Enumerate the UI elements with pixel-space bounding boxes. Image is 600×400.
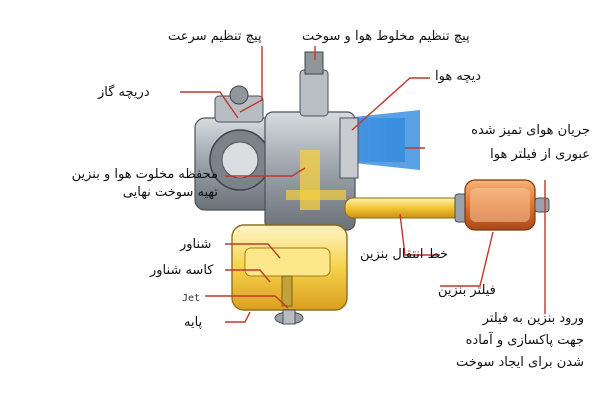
label-mixing-chamber-line-2: تهیه سوخت نهایی: [122, 185, 218, 200]
label-speed-adjust-screw: پیچ تنظیم سرعت: [168, 29, 262, 44]
label-throttle-valve: دریچه گاز: [98, 85, 150, 100]
label-fuel-inlet-line-2: جهت پاکسازی و آماده: [465, 333, 584, 348]
label-jet: Jet: [182, 293, 201, 304]
float-bowl-shape: [231, 224, 348, 325]
fuel-filter-shape: [464, 179, 550, 231]
label-fuel-line: خط انتقال بنزین: [360, 247, 449, 262]
label-float-bowl: کاسه شناور: [150, 263, 214, 278]
fuel-line-tube: [344, 193, 468, 223]
label-fuel-inlet: ورود بنزین به فیلتر جهت پاکسازی و آماده …: [404, 310, 584, 372]
label-float: شناور: [180, 237, 212, 252]
label-base: پایه: [184, 315, 203, 330]
label-mixing-chamber: محفظه مخلوت هوا و بنزین تهیه سوخت نهایی: [18, 166, 218, 202]
label-fuel-inlet-line-3: شدن برای ایجاد سوخت: [455, 355, 584, 370]
label-fuel-inlet-line-1: ورود بنزین به فیلتر: [482, 311, 584, 326]
label-mixing-chamber-line-1: محفظه مخلوت هوا و بنزین: [71, 167, 218, 182]
leader-lines: [180, 46, 546, 323]
label-clean-air-flow: جریان هوای تمیز شده عبوری از فیلتر هوا: [430, 122, 590, 164]
label-mixture-adjust-screw: پیچ تنظیم مخلوط هوا و سوخت: [302, 29, 470, 44]
carburetor-body: [264, 51, 359, 231]
throttle-body: [194, 85, 286, 211]
label-air-valve: دیچه هوا: [435, 69, 482, 84]
label-clean-air-flow-line-1: جریان هوای تمیز شده: [471, 123, 590, 138]
label-fuel-filter: فیلتر بنزین: [438, 283, 496, 298]
label-clean-air-flow-line-2: عبوری از فیلتر هوا: [490, 147, 590, 162]
